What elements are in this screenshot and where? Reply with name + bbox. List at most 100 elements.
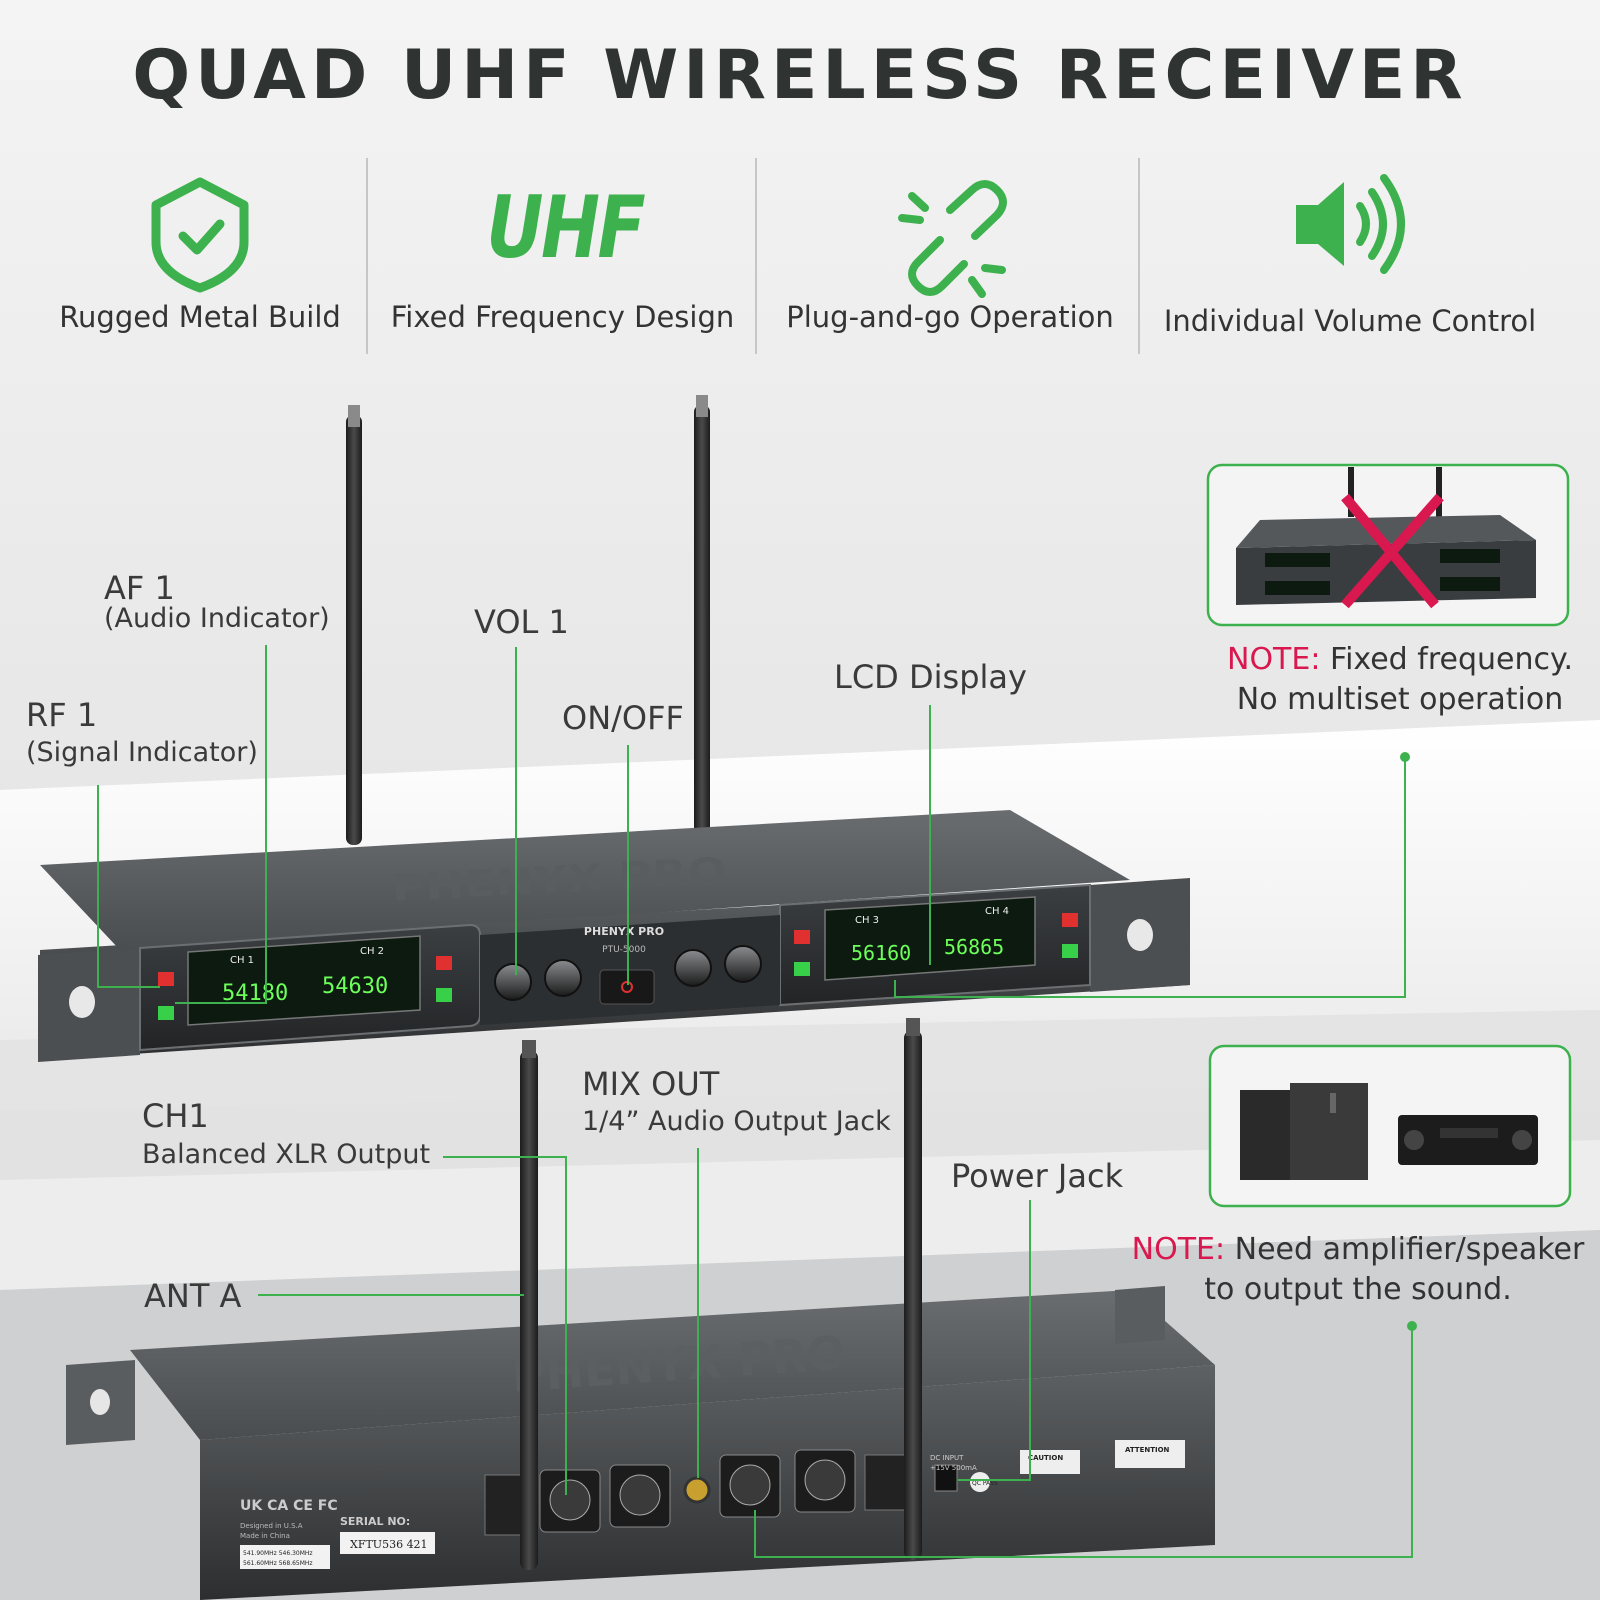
front-antenna-right-tip [696, 395, 708, 417]
caution-label: CAUTION [1028, 1454, 1063, 1462]
feature-label-rugged: Rugged Metal Build [59, 300, 341, 334]
label-rf1-title: RF 1 [26, 696, 98, 734]
lcd-freq-3: 56160 [851, 941, 911, 965]
qc-pass-sticker [970, 1472, 990, 1492]
note-multiset-line2: No multiset operation [1236, 682, 1564, 717]
led-af-a-2 [794, 962, 810, 976]
front-antenna-left-tip [348, 405, 360, 427]
note-amplifier-prefix: NOTE: [1131, 1232, 1226, 1267]
vol-2-knob[interactable] [544, 959, 582, 997]
xlr-jack-4 [549, 1479, 591, 1521]
led-rf-a-1 [158, 972, 174, 986]
lcd-ch3-label: CH 3 [855, 915, 879, 926]
vol-3-knob[interactable] [674, 949, 712, 987]
designed-label: Designed in U.S.A [240, 1522, 303, 1530]
ant-a-port [864, 1454, 906, 1511]
vol-4-knob[interactable] [724, 945, 762, 983]
rear-antenna-right-tip [906, 1018, 920, 1036]
rack-hole-right [1127, 919, 1153, 951]
note-amplifier: NOTE: Need amplifier/speaker to output t… [1128, 1230, 1588, 1310]
label-mix-out-title: MIX OUT [582, 1065, 720, 1103]
note-multiset-line1: Fixed frequency. [1320, 642, 1573, 677]
front-receiver: PHENYX PRO PHENYX PRO PTU-5000 CH 1 CH 2… [38, 395, 1190, 1062]
front-antenna-right [694, 405, 710, 835]
rear-receiver-top [130, 1290, 1215, 1440]
note-multiset-prefix: NOTE: [1227, 642, 1321, 677]
rear-freq-1: 541.90MHz 546.30MHz [243, 1550, 313, 1557]
attention-sticker [1115, 1440, 1185, 1468]
label-ch1-title: CH1 [142, 1097, 209, 1135]
label-ant-a: ANT A [144, 1277, 242, 1315]
feature-label-volume: Individual Volume Control [1163, 304, 1537, 338]
lcd-freq-4: 56865 [944, 935, 1004, 959]
amplifier-image [1398, 1115, 1538, 1165]
front-model: PTU-5000 [602, 945, 646, 955]
xlr-jack-3 [619, 1474, 661, 1516]
label-ch1-sub: Balanced XLR Output [142, 1139, 431, 1170]
callout-dot-note1 [1400, 752, 1410, 762]
serial-label: SERIAL NO: [340, 1515, 410, 1528]
front-receiver-top [40, 810, 1130, 950]
rear-receiver: PHENYX PRO UK CA CE FC Designed in U.S.A… [66, 1018, 1215, 1600]
cert-marks: UK CA CE FC [240, 1498, 338, 1514]
rear-rack-hole-left [90, 1389, 110, 1415]
callout-note1 [894, 757, 1406, 998]
lower-shelf-surface [0, 1140, 1600, 1290]
feature-label-plug-and-go: Plug-and-go Operation [786, 300, 1114, 334]
note-amplifier-line2: to output the sound. [1204, 1272, 1512, 1307]
rack-hole-left [69, 986, 95, 1018]
lcd-ch4-label: CH 4 [985, 906, 1009, 917]
xlr-jack-1 [804, 1459, 846, 1501]
led-af-a-1 [158, 1006, 174, 1020]
callout-af1 [175, 645, 267, 1004]
led-rf-b-2 [1062, 913, 1078, 927]
label-vol1: VOL 1 [474, 603, 569, 641]
callout-note2 [754, 1326, 1413, 1558]
callout-dot-note2 [1407, 1321, 1417, 1331]
attention-label: ATTENTION [1125, 1446, 1170, 1454]
power-jack[interactable] [934, 1464, 958, 1492]
made-label: Made in China [240, 1532, 290, 1540]
feature-divider-3 [1138, 158, 1140, 354]
serial-box [340, 1532, 435, 1554]
led-rf-b-1 [436, 956, 452, 970]
dc-input-label: DC INPUT [930, 1454, 964, 1462]
label-onoff: ON/OFF [562, 699, 684, 737]
note-multiset: NOTE: Fixed frequency. No multiset opera… [1210, 640, 1590, 720]
led-af-b-1 [436, 988, 452, 1002]
dc-spec-label: +15V 500mA [930, 1464, 977, 1472]
mix-out-jack[interactable] [683, 1476, 711, 1504]
callout-rf1 [97, 785, 160, 988]
rear-freq-2: 561.60MHz 568.65MHz [243, 1560, 313, 1567]
speaker-volume-icon [1296, 174, 1405, 274]
label-af1-title: AF 1 [104, 569, 175, 607]
rear-antenna-left-tip [522, 1040, 536, 1058]
note-amplifier-line1: Need amplifier/speaker [1225, 1232, 1585, 1267]
feature-divider-1 [366, 158, 368, 354]
label-mix-out-sub: 1/4” Audio Output Jack [582, 1106, 891, 1137]
lcd-ch1-label: CH 1 [230, 955, 254, 966]
rear-antenna-left [520, 1050, 538, 1570]
vol-1-knob[interactable] [494, 963, 532, 1001]
serial-value: XFTU536 421 [350, 1538, 428, 1551]
label-power-jack: Power Jack [951, 1157, 1124, 1195]
lcd-freq-1: 54180 [222, 981, 288, 1006]
callout-lines [97, 645, 1413, 1558]
page-title: QUAD UHF WIRELESS RECEIVER [132, 36, 1468, 115]
shield-check-icon [151, 177, 249, 293]
led-af-b-2 [1062, 944, 1078, 958]
feature-label-fixed-frequency: Fixed Frequency Design [390, 300, 735, 334]
qc-label: QC PASS [972, 1480, 998, 1487]
callout-power [958, 1200, 1031, 1481]
lcd-ch2-label: CH 2 [360, 946, 384, 957]
uhf-text-icon: UHF [486, 178, 646, 278]
label-af1-sub: (Audio Indicator) [104, 603, 330, 634]
freq-sticker [240, 1545, 330, 1569]
label-lcd-display: LCD Display [834, 658, 1027, 696]
speakers-image [1240, 1083, 1368, 1180]
no-multiset-x-icon [1341, 493, 1444, 609]
feature-divider-2 [755, 158, 757, 354]
rear-antenna-right [904, 1030, 922, 1560]
led-rf-a-2 [794, 930, 810, 944]
